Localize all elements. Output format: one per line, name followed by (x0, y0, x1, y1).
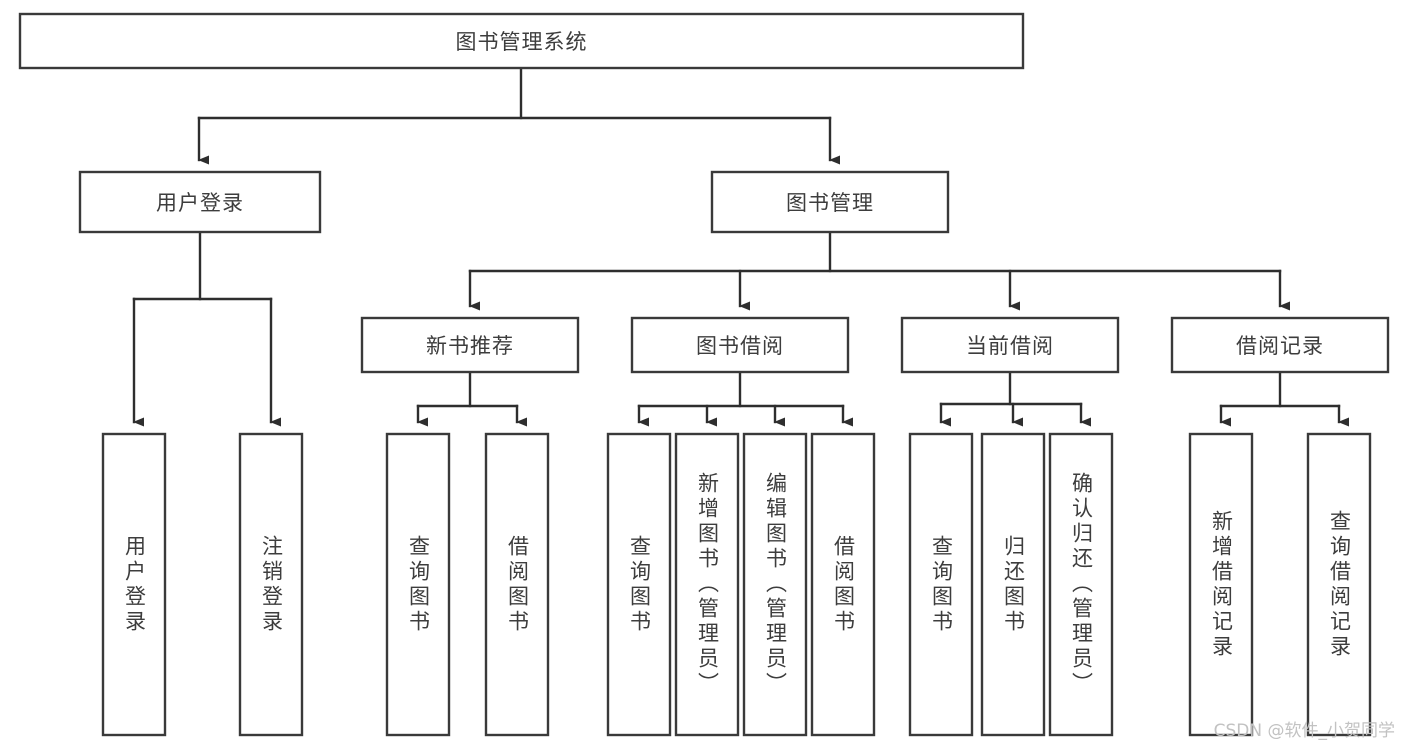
node-box-borrow-records[interactable] (1170, 316, 1390, 374)
leaf-box-add-borrow-record[interactable] (1188, 432, 1254, 737)
leaf-box-edit-book-admin[interactable] (742, 432, 808, 737)
leaf-box-return-book[interactable] (980, 432, 1046, 737)
leaf-box-user-login[interactable] (101, 432, 167, 737)
node-box-new-book-recommend[interactable] (360, 316, 580, 374)
leaf-box-query-borrow-record[interactable] (1306, 432, 1372, 737)
connector-group-borrow (637, 370, 853, 427)
node-box-current-borrow[interactable] (900, 316, 1120, 374)
leaf-box-query-book-borrow[interactable] (606, 432, 672, 737)
leaf-box-borrow-book[interactable] (810, 432, 876, 737)
connector-group-root (197, 66, 840, 165)
connector-group-book-mgmt (468, 230, 1290, 311)
leaf-box-query-book-current[interactable] (908, 432, 974, 737)
leaf-box-logout[interactable] (238, 432, 304, 737)
watermark-label: CSDN @软件_小贺同学 (1213, 721, 1395, 741)
leaf-box-confirm-return-admin[interactable] (1048, 432, 1114, 737)
connector-group-new-book (416, 370, 527, 427)
node-box-book-borrow[interactable] (630, 316, 850, 374)
connector-group-current (939, 370, 1091, 427)
node-box-book-management[interactable] (710, 170, 950, 234)
leaf-box-query-book-newbook[interactable] (385, 432, 451, 737)
connector-group-records (1219, 370, 1349, 427)
node-box-root[interactable] (18, 12, 1025, 70)
leaf-box-borrow-book-newbook[interactable] (484, 432, 550, 737)
connector-group-user-login (132, 230, 281, 427)
leaf-box-add-book-admin[interactable] (674, 432, 740, 737)
node-box-user-login[interactable] (78, 170, 322, 234)
